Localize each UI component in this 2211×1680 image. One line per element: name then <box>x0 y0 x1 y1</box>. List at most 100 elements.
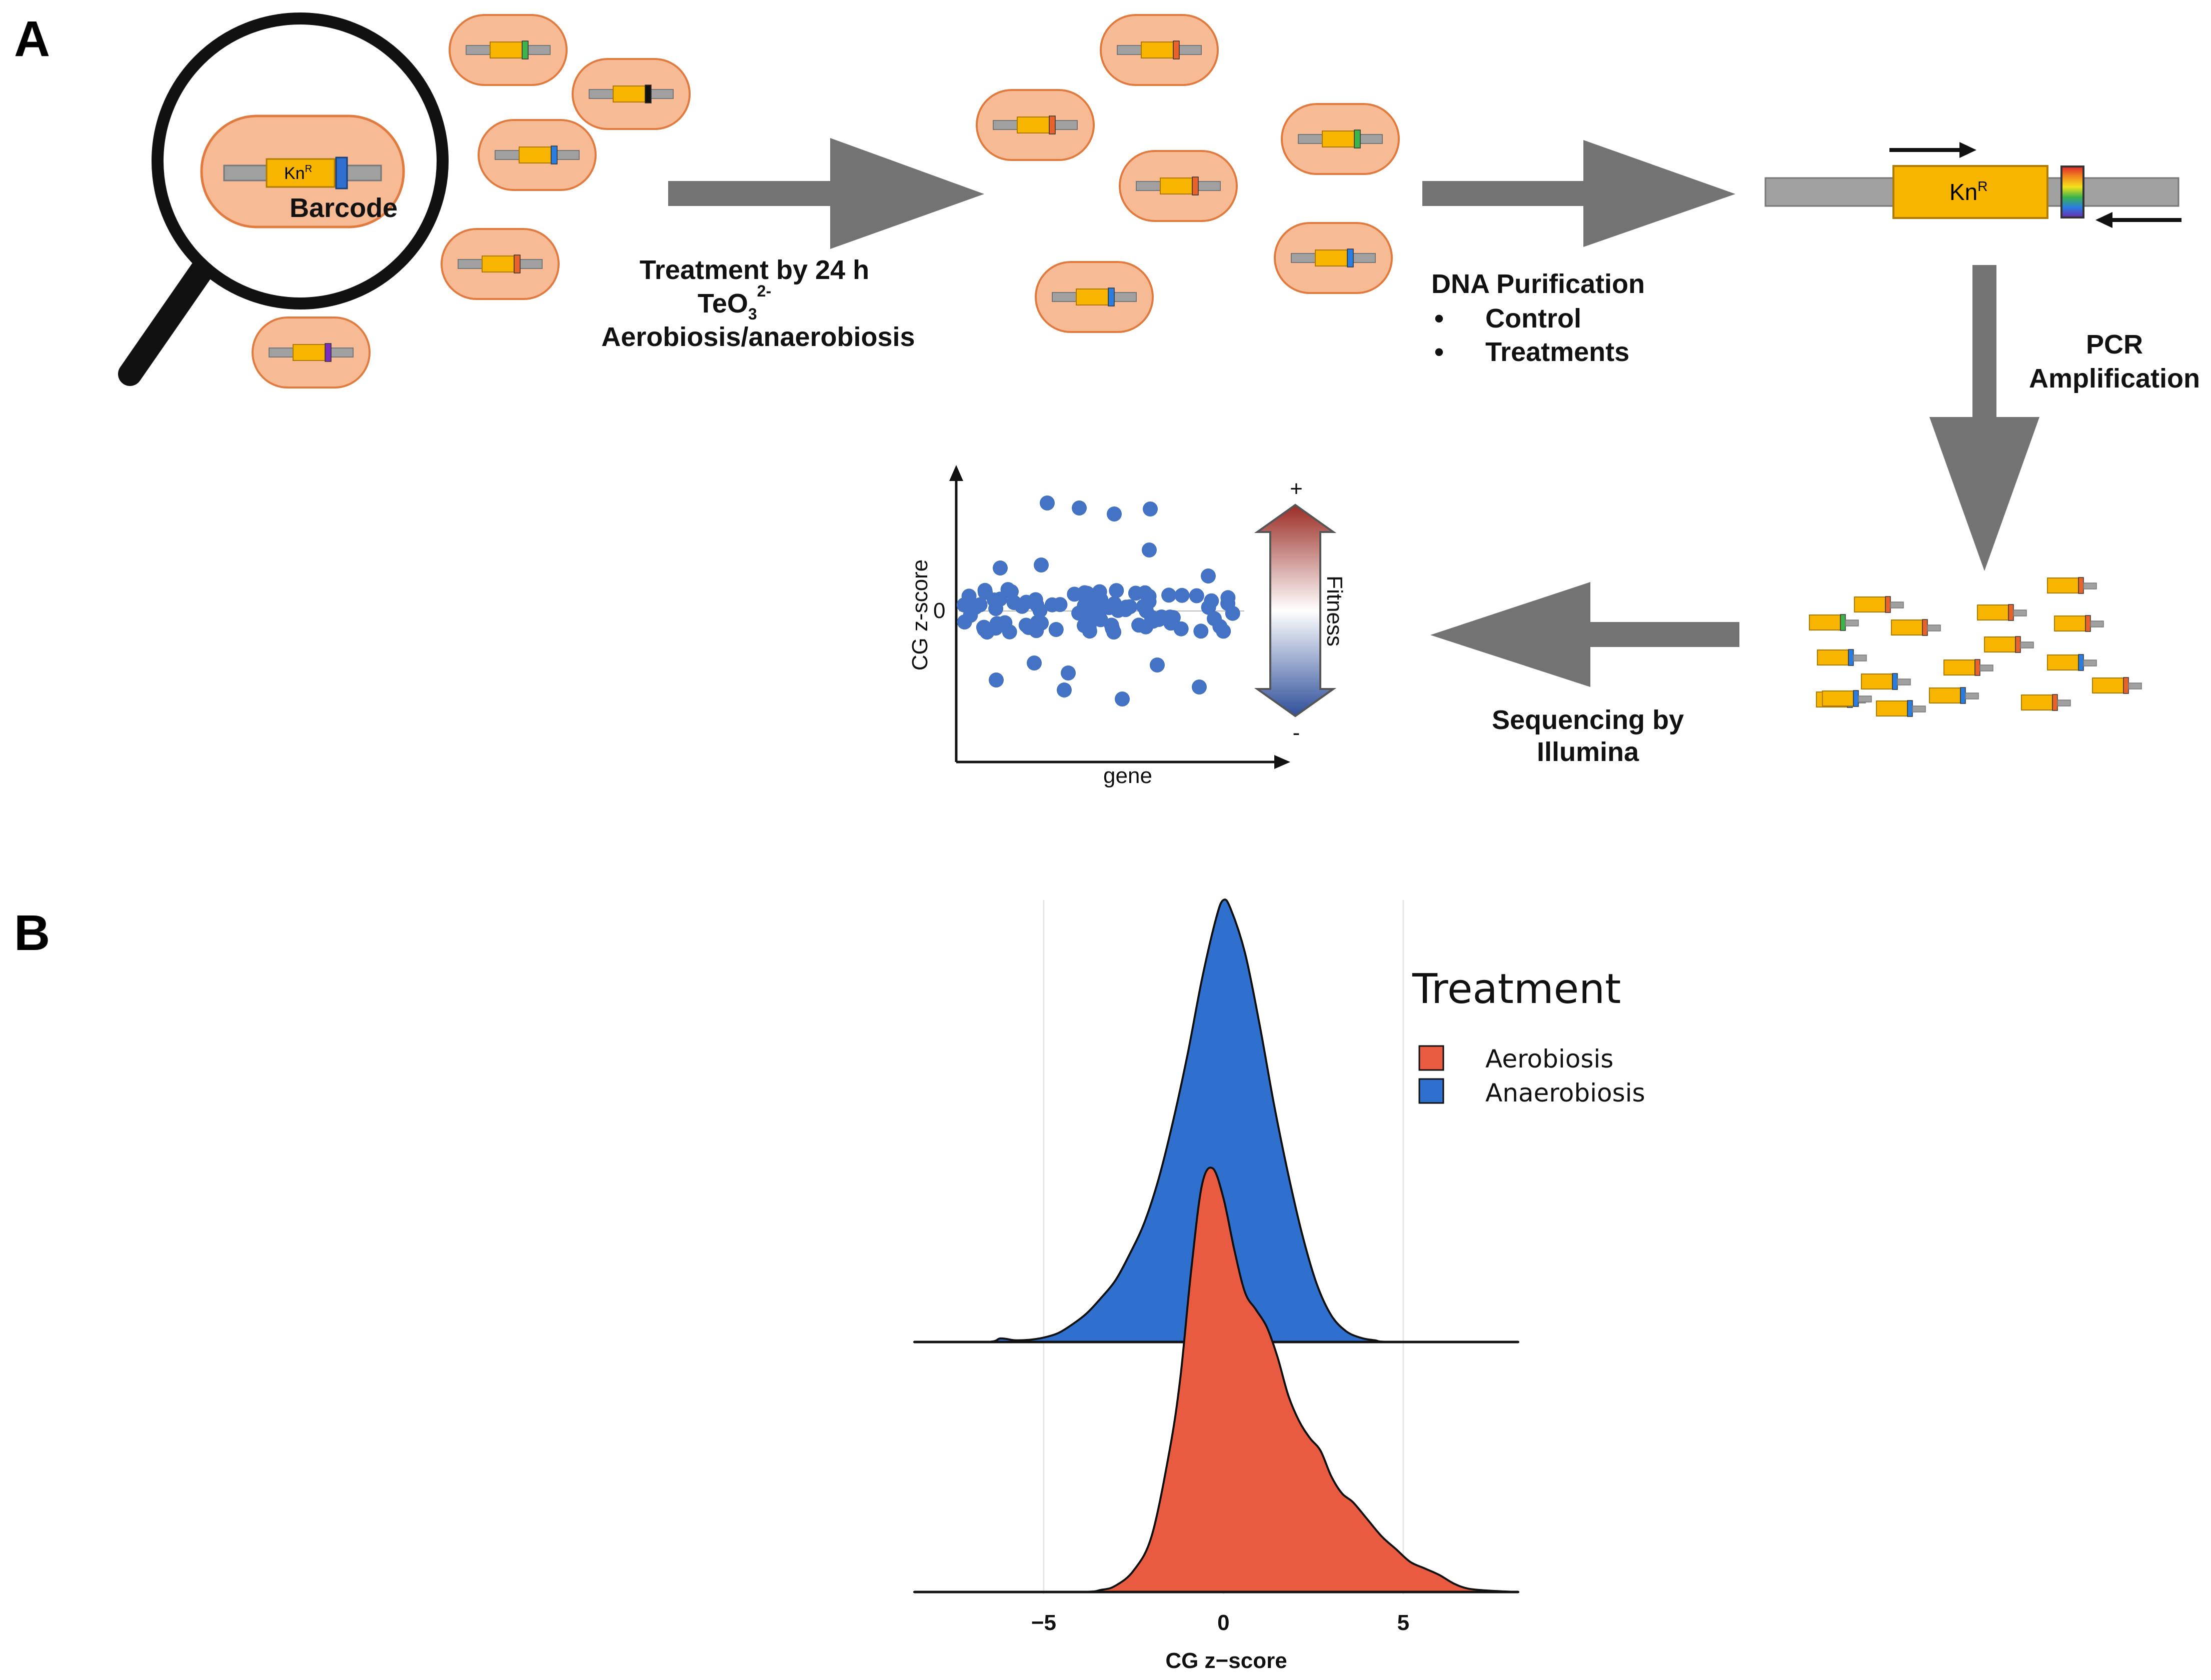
mini-plot-point <box>1118 602 1133 618</box>
amplicon <box>2054 615 2104 632</box>
mini-plot-point <box>1082 624 1097 639</box>
mini-plot-point <box>1189 588 1204 604</box>
mini-plot-zero-label: 0 <box>933 598 945 623</box>
mini-plot-point <box>1201 600 1216 615</box>
bacterial-cell <box>1281 103 1400 175</box>
bacterial-cell <box>1100 14 1219 86</box>
bacterial-cell <box>1119 150 1238 222</box>
mini-plot-point <box>1072 500 1087 516</box>
mini-plot-point <box>1174 588 1190 603</box>
svg-text:Treatments: Treatments <box>1485 337 1629 367</box>
mini-plot-point <box>1143 502 1158 516</box>
svg-text:•: • <box>1434 337 1444 367</box>
library-cells <box>252 14 691 388</box>
svg-text:PCR: PCR <box>2086 330 2143 360</box>
construct-kn-label: KnR <box>1949 178 1988 205</box>
bacterial-cell <box>478 119 597 191</box>
mini-plot-point <box>993 560 1008 576</box>
svg-text:Sequencing by: Sequencing by <box>1492 705 1684 735</box>
mini-plot-axes <box>949 465 1290 769</box>
legend-swatch-anaerobiosis <box>1418 1078 1444 1104</box>
mini-plot-point <box>1161 588 1177 603</box>
x-tick-label: 5 <box>1397 1610 1409 1635</box>
bacterial-cell <box>976 89 1095 161</box>
mini-plot-point <box>1150 658 1165 672</box>
mini-plot-point <box>978 584 993 600</box>
mini-plot-point <box>1201 568 1216 584</box>
mini-plot-point <box>1163 616 1179 631</box>
mini-plot-ylabel: CG z-score <box>908 560 932 670</box>
chart-x-axis-label: CG z−score <box>1165 1648 1287 1673</box>
amplicon <box>2092 677 2142 694</box>
svg-text:•: • <box>1434 304 1444 334</box>
ridge-aerobiosis <box>913 1166 1519 1594</box>
fitness-label: Fitness <box>1322 576 1347 646</box>
bacterial-cell <box>572 58 691 130</box>
amplicon <box>1977 604 2027 621</box>
mini-plot-point <box>972 597 988 612</box>
mini-plot-point <box>1193 624 1209 639</box>
mini-plot-point <box>1107 506 1122 522</box>
x-tick-label: −5 <box>1031 1610 1056 1635</box>
arrow-purification <box>1422 140 1735 247</box>
amplicon <box>2047 654 2097 671</box>
mini-plot-point <box>961 588 977 604</box>
arrow-treatment <box>668 138 984 249</box>
amplicon <box>2021 694 2071 711</box>
mini-plot-point <box>1115 692 1130 706</box>
mini-plot-point <box>1094 601 1110 616</box>
svg-text:Illumina: Illumina <box>1537 737 1639 767</box>
pcr-caption: PCR Amplification <box>2029 330 2200 394</box>
mini-plot-xlabel: gene <box>1103 764 1152 788</box>
mini-plot-point <box>1040 496 1055 510</box>
mini-fitness-plot: 0 CG z-score gene Fitness + - <box>908 465 1347 788</box>
bacterial-cell <box>1035 261 1154 333</box>
mini-plot-point <box>1142 542 1157 558</box>
mini-plot-point <box>1109 583 1124 598</box>
bacterial-cell <box>1274 222 1393 294</box>
mini-plot-point <box>1136 598 1151 614</box>
bacterial-cell <box>449 14 568 86</box>
mini-plot-point <box>1092 584 1107 600</box>
amplicon <box>1817 649 1867 666</box>
chart-legend: Treatment Aerobiosis Anaerobiosis <box>1412 966 1645 1108</box>
mini-plot-point <box>976 620 991 635</box>
amplicon <box>1891 619 1941 636</box>
fitness-gradient-arrow <box>1254 504 1337 718</box>
mini-plot-point <box>1027 656 1042 670</box>
mini-plot-point <box>1225 606 1240 621</box>
amplicon <box>1861 673 1911 690</box>
kn-resistance-label: KnR <box>284 164 312 183</box>
fitness-plus-label: + <box>1290 476 1303 501</box>
ridgeline-chart: −5 0 5 CG z−score Treatment Aerobiosis Ana… <box>913 898 1645 1673</box>
mini-plot-point <box>963 608 978 623</box>
chart-x-ticks: −5 0 5 <box>1031 1610 1409 1635</box>
svg-text:DNA Purification: DNA Purification <box>1431 269 1645 299</box>
mini-plot-point <box>1128 586 1143 601</box>
mini-plot-point <box>1029 597 1044 612</box>
fitness-minus-label: - <box>1293 720 1300 745</box>
mini-plot-point <box>1034 558 1049 572</box>
amplicon <box>1929 687 1979 704</box>
amplicon <box>2047 577 2097 594</box>
mini-plot-point <box>1093 612 1108 628</box>
mini-plot-points <box>956 496 1240 706</box>
panel-label-a: A <box>14 11 50 67</box>
x-tick-label: 0 <box>1217 1610 1229 1635</box>
mini-plot-point <box>1077 585 1092 600</box>
arrow-sequencing <box>1430 582 1739 687</box>
amplicon <box>1809 614 1859 631</box>
mini-plot-point <box>1006 595 1022 610</box>
mini-plot-point <box>1207 611 1222 626</box>
amplicon <box>1984 636 2034 653</box>
reverse-primer-arrow <box>2095 212 2181 228</box>
mini-plot-point <box>1131 618 1147 633</box>
mini-plot-point <box>1077 598 1092 614</box>
svg-text:Amplification: Amplification <box>2029 364 2200 394</box>
legend-title: Treatment <box>1412 966 1621 1013</box>
sequencing-caption: Sequencing by Illumina <box>1492 705 1684 767</box>
mini-plot-point <box>989 672 1004 688</box>
treated-cells <box>976 14 1400 333</box>
mini-plot-point <box>1057 682 1072 698</box>
legend-label-aerobiosis: Aerobiosis <box>1485 1044 1613 1074</box>
